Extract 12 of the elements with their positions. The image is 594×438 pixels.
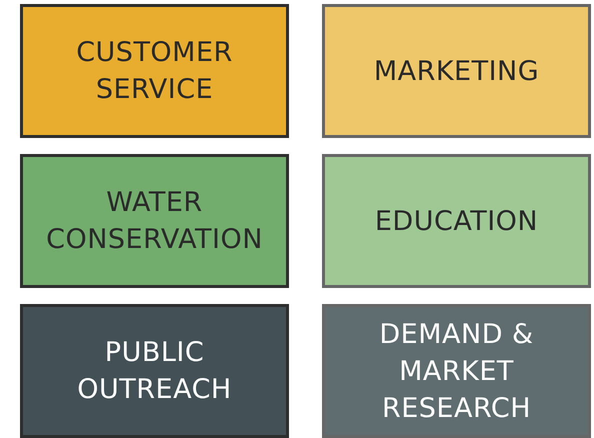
box-label: MARKETING: [374, 54, 540, 88]
box-label: WATER CONSERVATION: [45, 186, 264, 257]
category-box: [20, 304, 289, 438]
box-label: CUSTOMER SERVICE: [75, 36, 234, 107]
box-label: PUBLIC OUTREACH: [76, 336, 233, 407]
category-box: [322, 154, 591, 288]
category-box: [322, 304, 591, 438]
box-label: EDUCATION: [374, 204, 538, 238]
category-box: [20, 154, 289, 288]
box-label: DEMAND & MARKET RESEARCH: [378, 318, 535, 426]
category-box: [322, 4, 591, 138]
category-box: [20, 4, 289, 138]
